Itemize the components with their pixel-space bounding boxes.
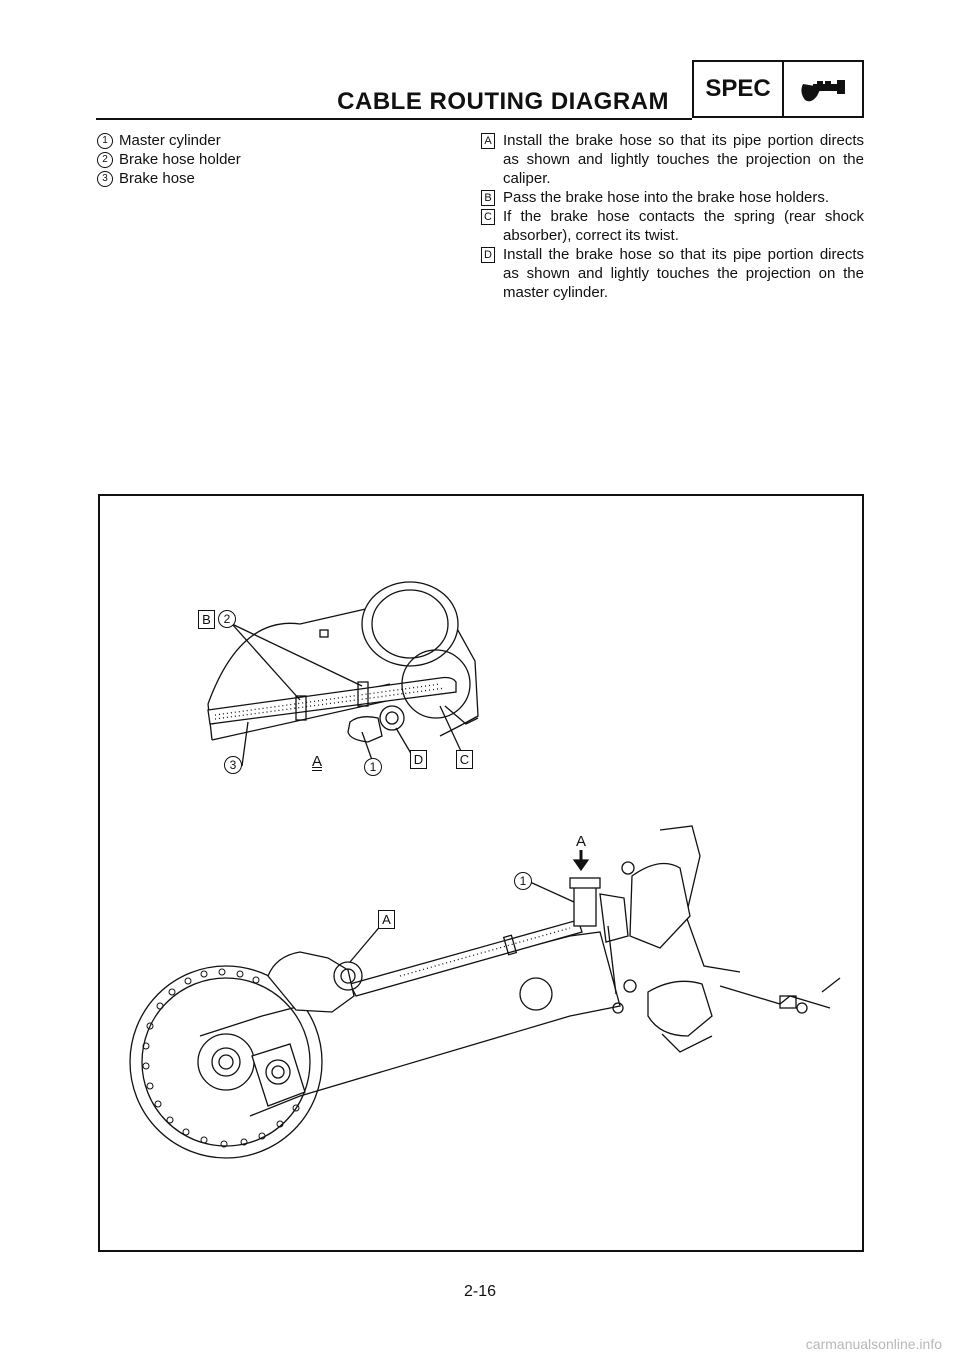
callout-1: 1 (364, 758, 382, 776)
note-key: A (481, 133, 495, 149)
note-text: Pass the brake hose into the brake hose … (503, 189, 830, 206)
legend-text: Brake hose (119, 170, 195, 187)
note-key: B (481, 190, 495, 206)
legend-number: 3 (97, 171, 113, 187)
note-item: D Install the brake hose so that its pip… (480, 245, 864, 302)
legend-text: Master cylinder (119, 132, 221, 149)
note-text: Install the brake hose so that its pipe … (503, 132, 864, 187)
callout-2: 2 (218, 610, 236, 628)
note-item: C If the brake hose contacts the spring … (480, 207, 864, 245)
routing-illustration (129, 581, 841, 1159)
callout-c: C (456, 750, 473, 769)
section-title: CABLE ROUTING DIAGRAM (337, 88, 669, 115)
cable-routing-figure: B 2 3 A 1 D C A 1 A (98, 494, 864, 1252)
view-a-label: A (312, 753, 323, 770)
legend-item: 2 Brake hose holder (96, 150, 456, 169)
callout-1-lower: 1 (514, 872, 532, 890)
callout-3: 3 (224, 756, 242, 774)
callout-d: D (410, 750, 427, 769)
header-rule (96, 118, 692, 120)
note-item: A Install the brake hose so that its pip… (480, 131, 864, 188)
arrow-a-label: A (576, 833, 587, 850)
spec-badge: SPEC (692, 60, 864, 118)
footer-watermark: carmanualsonline.info (805, 1336, 942, 1352)
callout-a: A (378, 910, 395, 929)
legend-item: 1 Master cylinder (96, 131, 456, 150)
callout-b: B (198, 610, 215, 629)
legend-item: 3 Brake hose (96, 169, 456, 188)
legend-list: 1 Master cylinder 2 Brake hose holder 3 … (96, 131, 456, 188)
note-text: If the brake hose contacts the spring (r… (503, 208, 864, 244)
note-item: B Pass the brake hose into the brake hos… (480, 188, 864, 207)
page-number: 2-16 (463, 1283, 497, 1300)
page-header: CABLE ROUTING DIAGRAM SPEC (96, 60, 864, 120)
legend-number: 1 (97, 133, 113, 149)
notes-list: A Install the brake hose so that its pip… (480, 131, 864, 302)
note-key: D (481, 247, 495, 263)
legend-text: Brake hose holder (119, 151, 241, 168)
legend-number: 2 (97, 152, 113, 168)
spec-label: SPEC (694, 62, 784, 116)
note-text: Install the brake hose so that its pipe … (503, 246, 864, 301)
note-key: C (481, 209, 495, 225)
caliper-gauge-icon (784, 62, 862, 116)
